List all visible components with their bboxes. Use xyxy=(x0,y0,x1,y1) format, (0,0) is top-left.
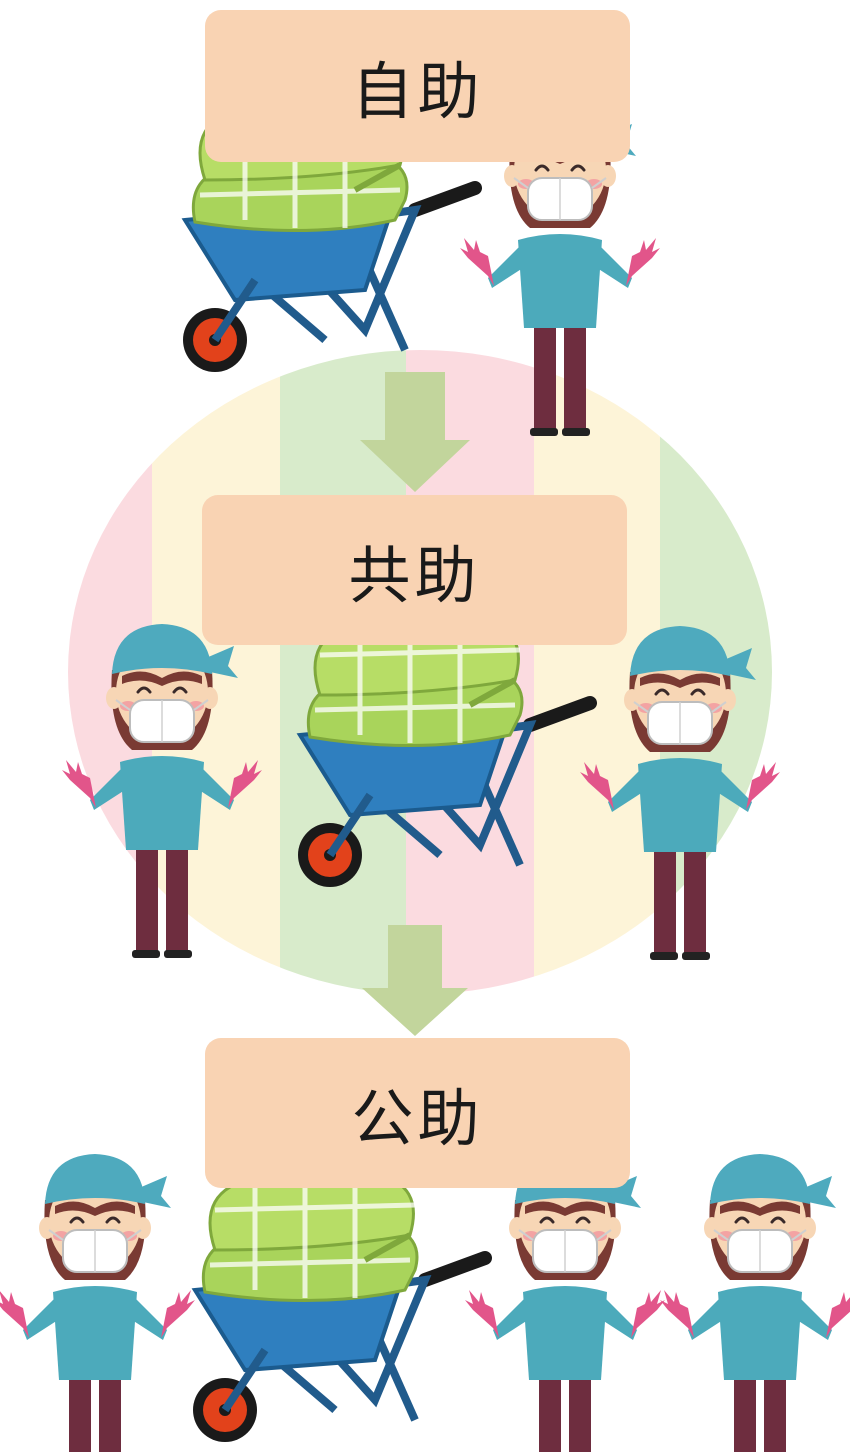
label-self-help: 自助 xyxy=(205,10,630,162)
label-public-help: 公助 xyxy=(205,1038,630,1188)
label-public-help-text: 公助 xyxy=(351,1082,484,1155)
volunteer-worker-icon xyxy=(658,1152,850,1452)
label-self-help-text: 自助 xyxy=(351,55,484,128)
label-mutual-help-text: 共助 xyxy=(348,539,481,612)
down-arrow-icon xyxy=(362,925,468,1036)
wheelbarrow-futon-icon xyxy=(193,1174,485,1442)
label-mutual-help: 共助 xyxy=(202,495,627,645)
volunteer-worker-icon xyxy=(0,1152,197,1452)
down-arrow-icon xyxy=(360,372,470,492)
volunteer-worker-icon xyxy=(463,1152,667,1452)
striped-circle-background xyxy=(68,350,772,994)
